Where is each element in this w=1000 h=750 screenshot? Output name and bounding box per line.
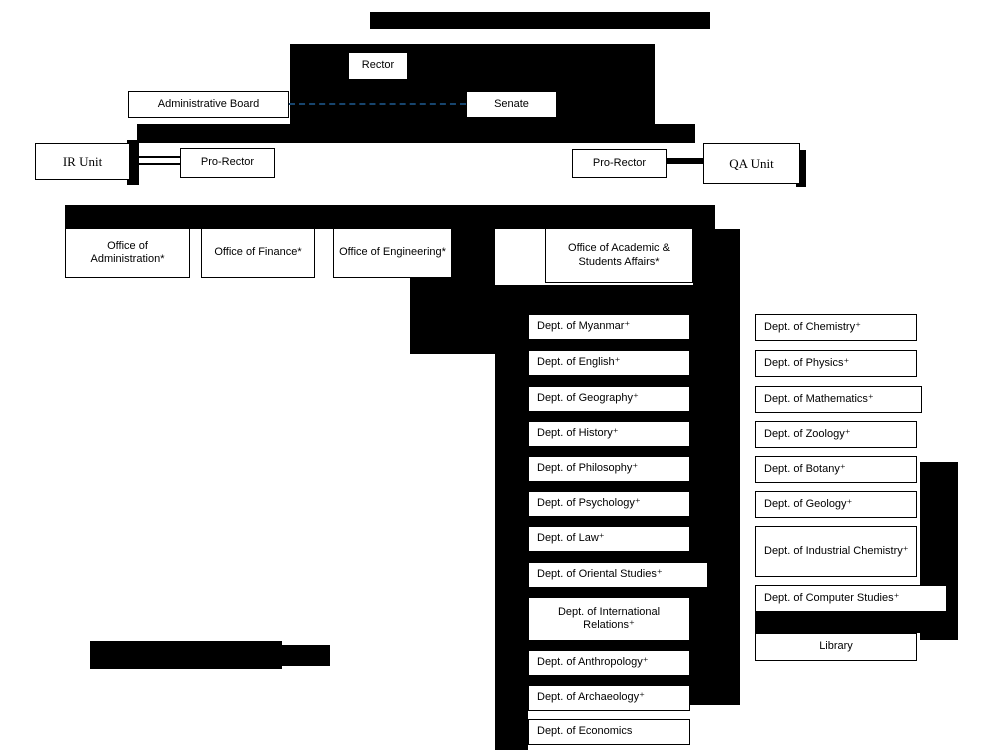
node-dept-industrial-chemistry: Dept. of Industrial Chemistry⁺ (755, 526, 917, 577)
node-dept-physics: Dept. of Physics⁺ (755, 350, 917, 377)
node-dept-botany: Dept. of Botany⁺ (755, 456, 917, 483)
ir-unit-shadow (127, 140, 139, 185)
node-office-administration: Office of Administration* (65, 228, 190, 278)
node-qa-unit: QA Unit (703, 143, 800, 184)
node-dept-myanmar: Dept. of Myanmar⁺ (528, 314, 690, 340)
node-office-finance: Office of Finance* (201, 228, 315, 278)
qa-unit-shadow (796, 150, 806, 187)
redaction-block (370, 12, 710, 29)
node-dept-mathematics: Dept. of Mathematics⁺ (755, 386, 922, 413)
node-dept-zoology: Dept. of Zoology⁺ (755, 421, 917, 448)
node-rector: Rector (348, 52, 408, 80)
node-dept-economics: Dept. of Economics (528, 719, 690, 745)
node-senate: Senate (466, 91, 557, 118)
redaction-block (137, 124, 695, 143)
node-dept-computer-studies: Dept. of Computer Studies⁺ (755, 585, 947, 612)
node-dept-geology: Dept. of Geology⁺ (755, 491, 917, 518)
node-dept-history: Dept. of History⁺ (528, 421, 690, 447)
redaction-block (65, 205, 715, 229)
node-office-engineering: Office of Engineering* (333, 228, 452, 278)
node-dept-oriental-studies: Dept. of Oriental Studies⁺ (528, 562, 708, 588)
node-dept-international-relations: Dept. of International Relations⁺ (528, 597, 690, 641)
redaction-block (693, 229, 740, 289)
node-dept-anthropology: Dept. of Anthropology⁺ (528, 650, 690, 676)
node-dept-english: Dept. of English⁺ (528, 350, 690, 376)
node-dept-psychology: Dept. of Psychology⁺ (528, 491, 690, 517)
node-office-academic-students-affairs: Office of Academic & Students Affairs* (545, 228, 693, 283)
prorector-qa-line (667, 158, 703, 164)
ir-prorector-line-top (139, 156, 181, 158)
redaction-block (90, 641, 282, 669)
node-dept-philosophy: Dept. of Philosophy⁺ (528, 456, 690, 482)
node-pro-rector-left: Pro-Rector (180, 148, 275, 178)
node-administrative-board: Administrative Board (128, 91, 289, 118)
node-dept-geography: Dept. of Geography⁺ (528, 386, 690, 412)
redaction-block (495, 700, 528, 750)
redaction-block (755, 612, 940, 633)
redaction-block (282, 645, 330, 666)
ir-prorector-line-bottom (139, 163, 181, 165)
node-dept-chemistry: Dept. of Chemistry⁺ (755, 314, 917, 341)
node-ir-unit: IR Unit (35, 143, 130, 180)
admin-senate-dotted-line (289, 103, 466, 105)
node-dept-law: Dept. of Law⁺ (528, 526, 690, 552)
node-dept-archaeology: Dept. of Archaeology⁺ (528, 685, 690, 711)
node-pro-rector-right: Pro-Rector (572, 149, 667, 178)
node-library: Library (755, 633, 917, 661)
